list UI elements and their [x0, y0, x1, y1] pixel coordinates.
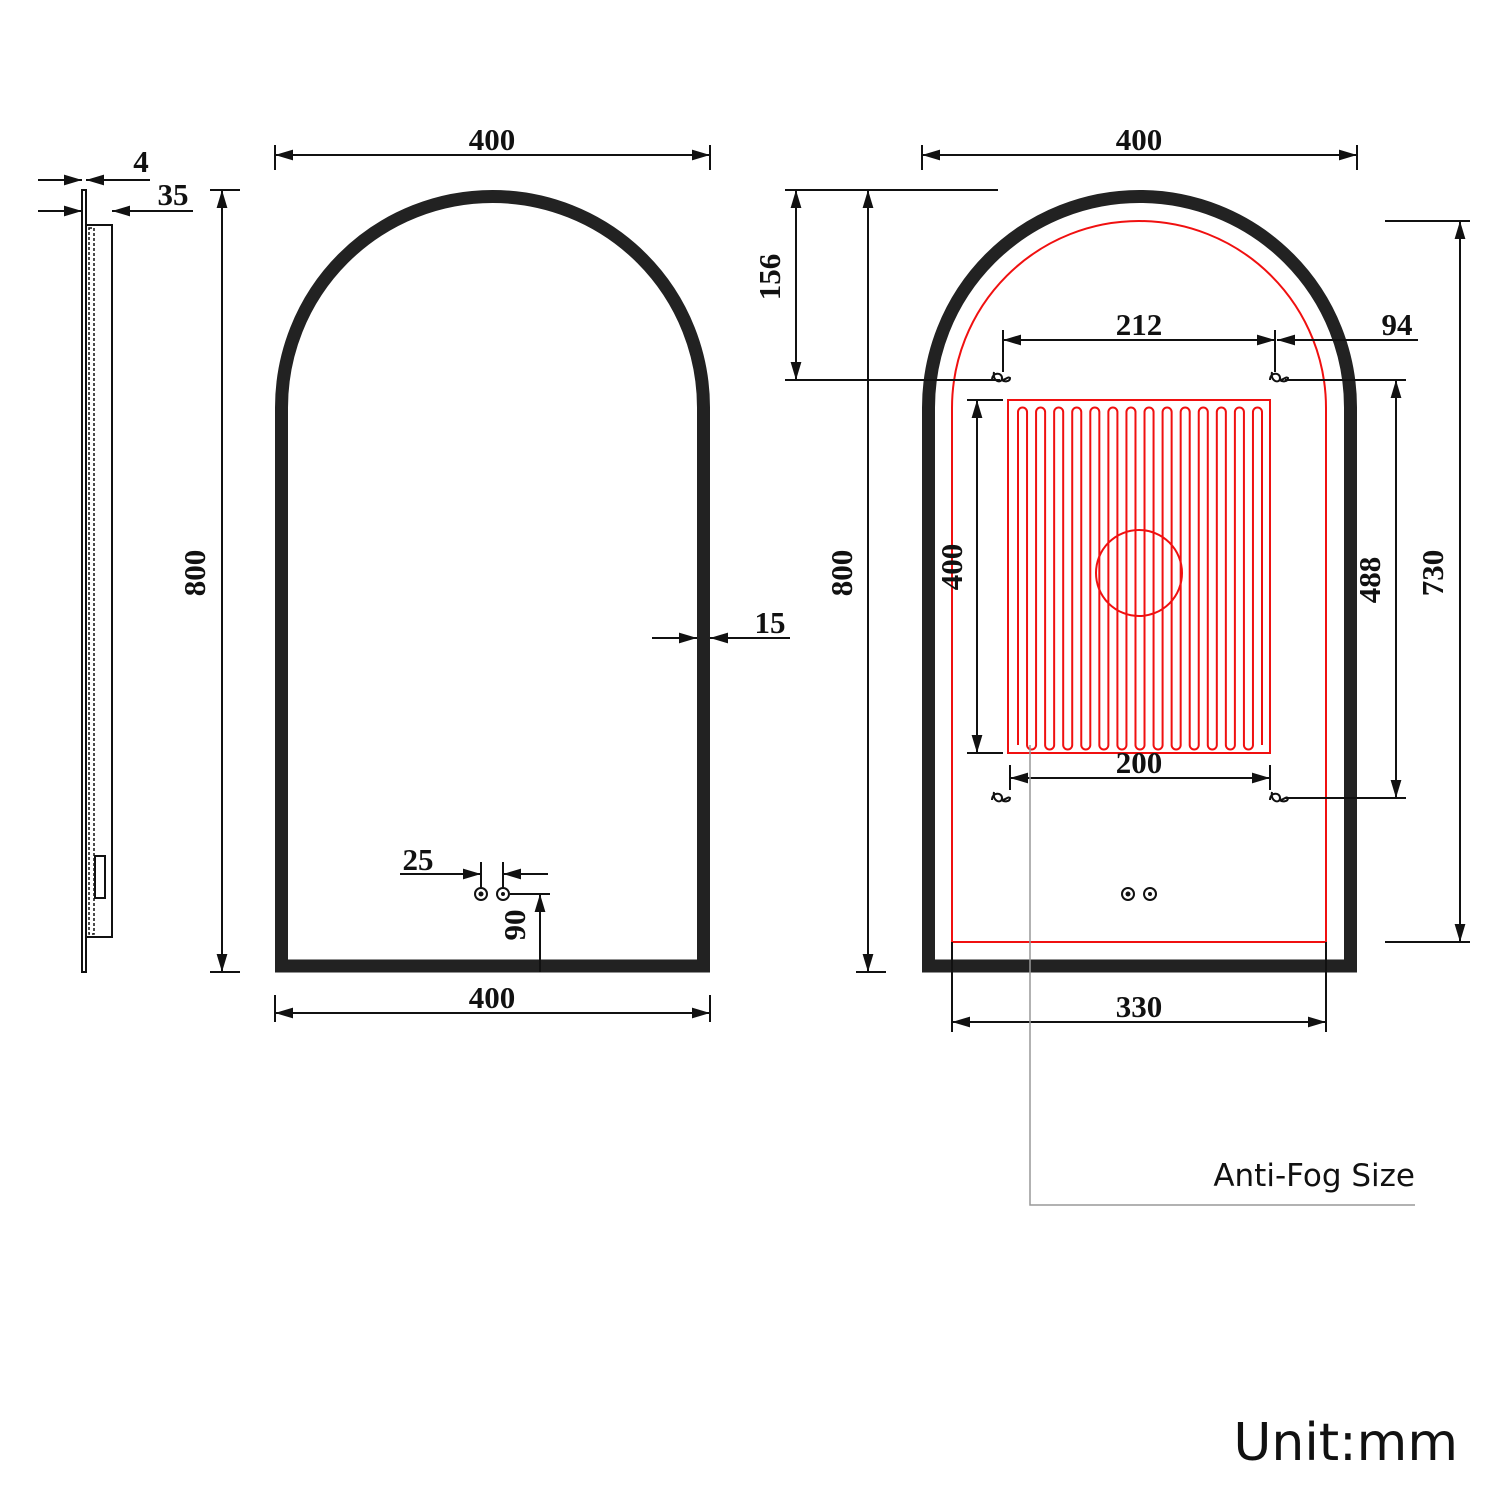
antifog-label: Anti-Fog Size	[1213, 1158, 1415, 1194]
mirror-frame-rear	[922, 190, 1357, 973]
dim-button-height: 90	[497, 910, 532, 941]
touch-button-2	[1143, 887, 1157, 901]
side-view: 4 35	[38, 144, 193, 973]
heater-center-circle	[1095, 529, 1183, 617]
antifog-area-outline	[951, 220, 1327, 943]
dim-antifog-height: 730	[1415, 550, 1450, 597]
dim-top-to-bracket: 156	[752, 254, 787, 301]
dim-frame-width: 15	[755, 605, 786, 640]
bracket-icon	[991, 791, 1012, 803]
dim-height-rear: 800	[824, 550, 859, 597]
dim-button-spacing: 25	[403, 842, 434, 877]
mirror-frame	[275, 190, 710, 973]
led-strip	[88, 227, 95, 935]
dim-bracket-vertical: 488	[1352, 557, 1387, 604]
front-view: 400 800 400 15 25 90	[177, 122, 790, 1022]
heater-pad	[1007, 399, 1271, 754]
dim-depth: 35	[158, 177, 189, 212]
dim-width-top: 400	[469, 122, 516, 157]
unit-label: Unit:mm	[1233, 1413, 1458, 1473]
dim-bracket-edge-offset: 94	[1382, 307, 1413, 342]
bracket-icon	[991, 371, 1012, 383]
heater-coil	[1017, 406, 1263, 751]
dim-glass-thickness: 4	[133, 144, 149, 179]
touch-button-1	[1121, 887, 1135, 901]
dim-heater-height: 400	[934, 544, 969, 591]
bracket-icon	[1269, 371, 1290, 383]
dim-width-top-rear: 400	[1116, 122, 1163, 157]
dim-height: 800	[177, 550, 212, 597]
dim-antifog-width: 330	[1116, 989, 1163, 1024]
dim-width-bottom: 400	[469, 980, 516, 1015]
dim-bracket-spacing-bottom: 200	[1116, 745, 1163, 780]
bracket-icon	[1269, 791, 1290, 803]
switch-box	[94, 855, 106, 899]
dim-bracket-spacing-top: 212	[1116, 307, 1163, 342]
rear-view: 400 156 800 212 94 400 200 488 730 330 A…	[752, 122, 1470, 1206]
housing-box	[85, 224, 113, 938]
antifog-leader-line	[1029, 745, 1415, 1206]
